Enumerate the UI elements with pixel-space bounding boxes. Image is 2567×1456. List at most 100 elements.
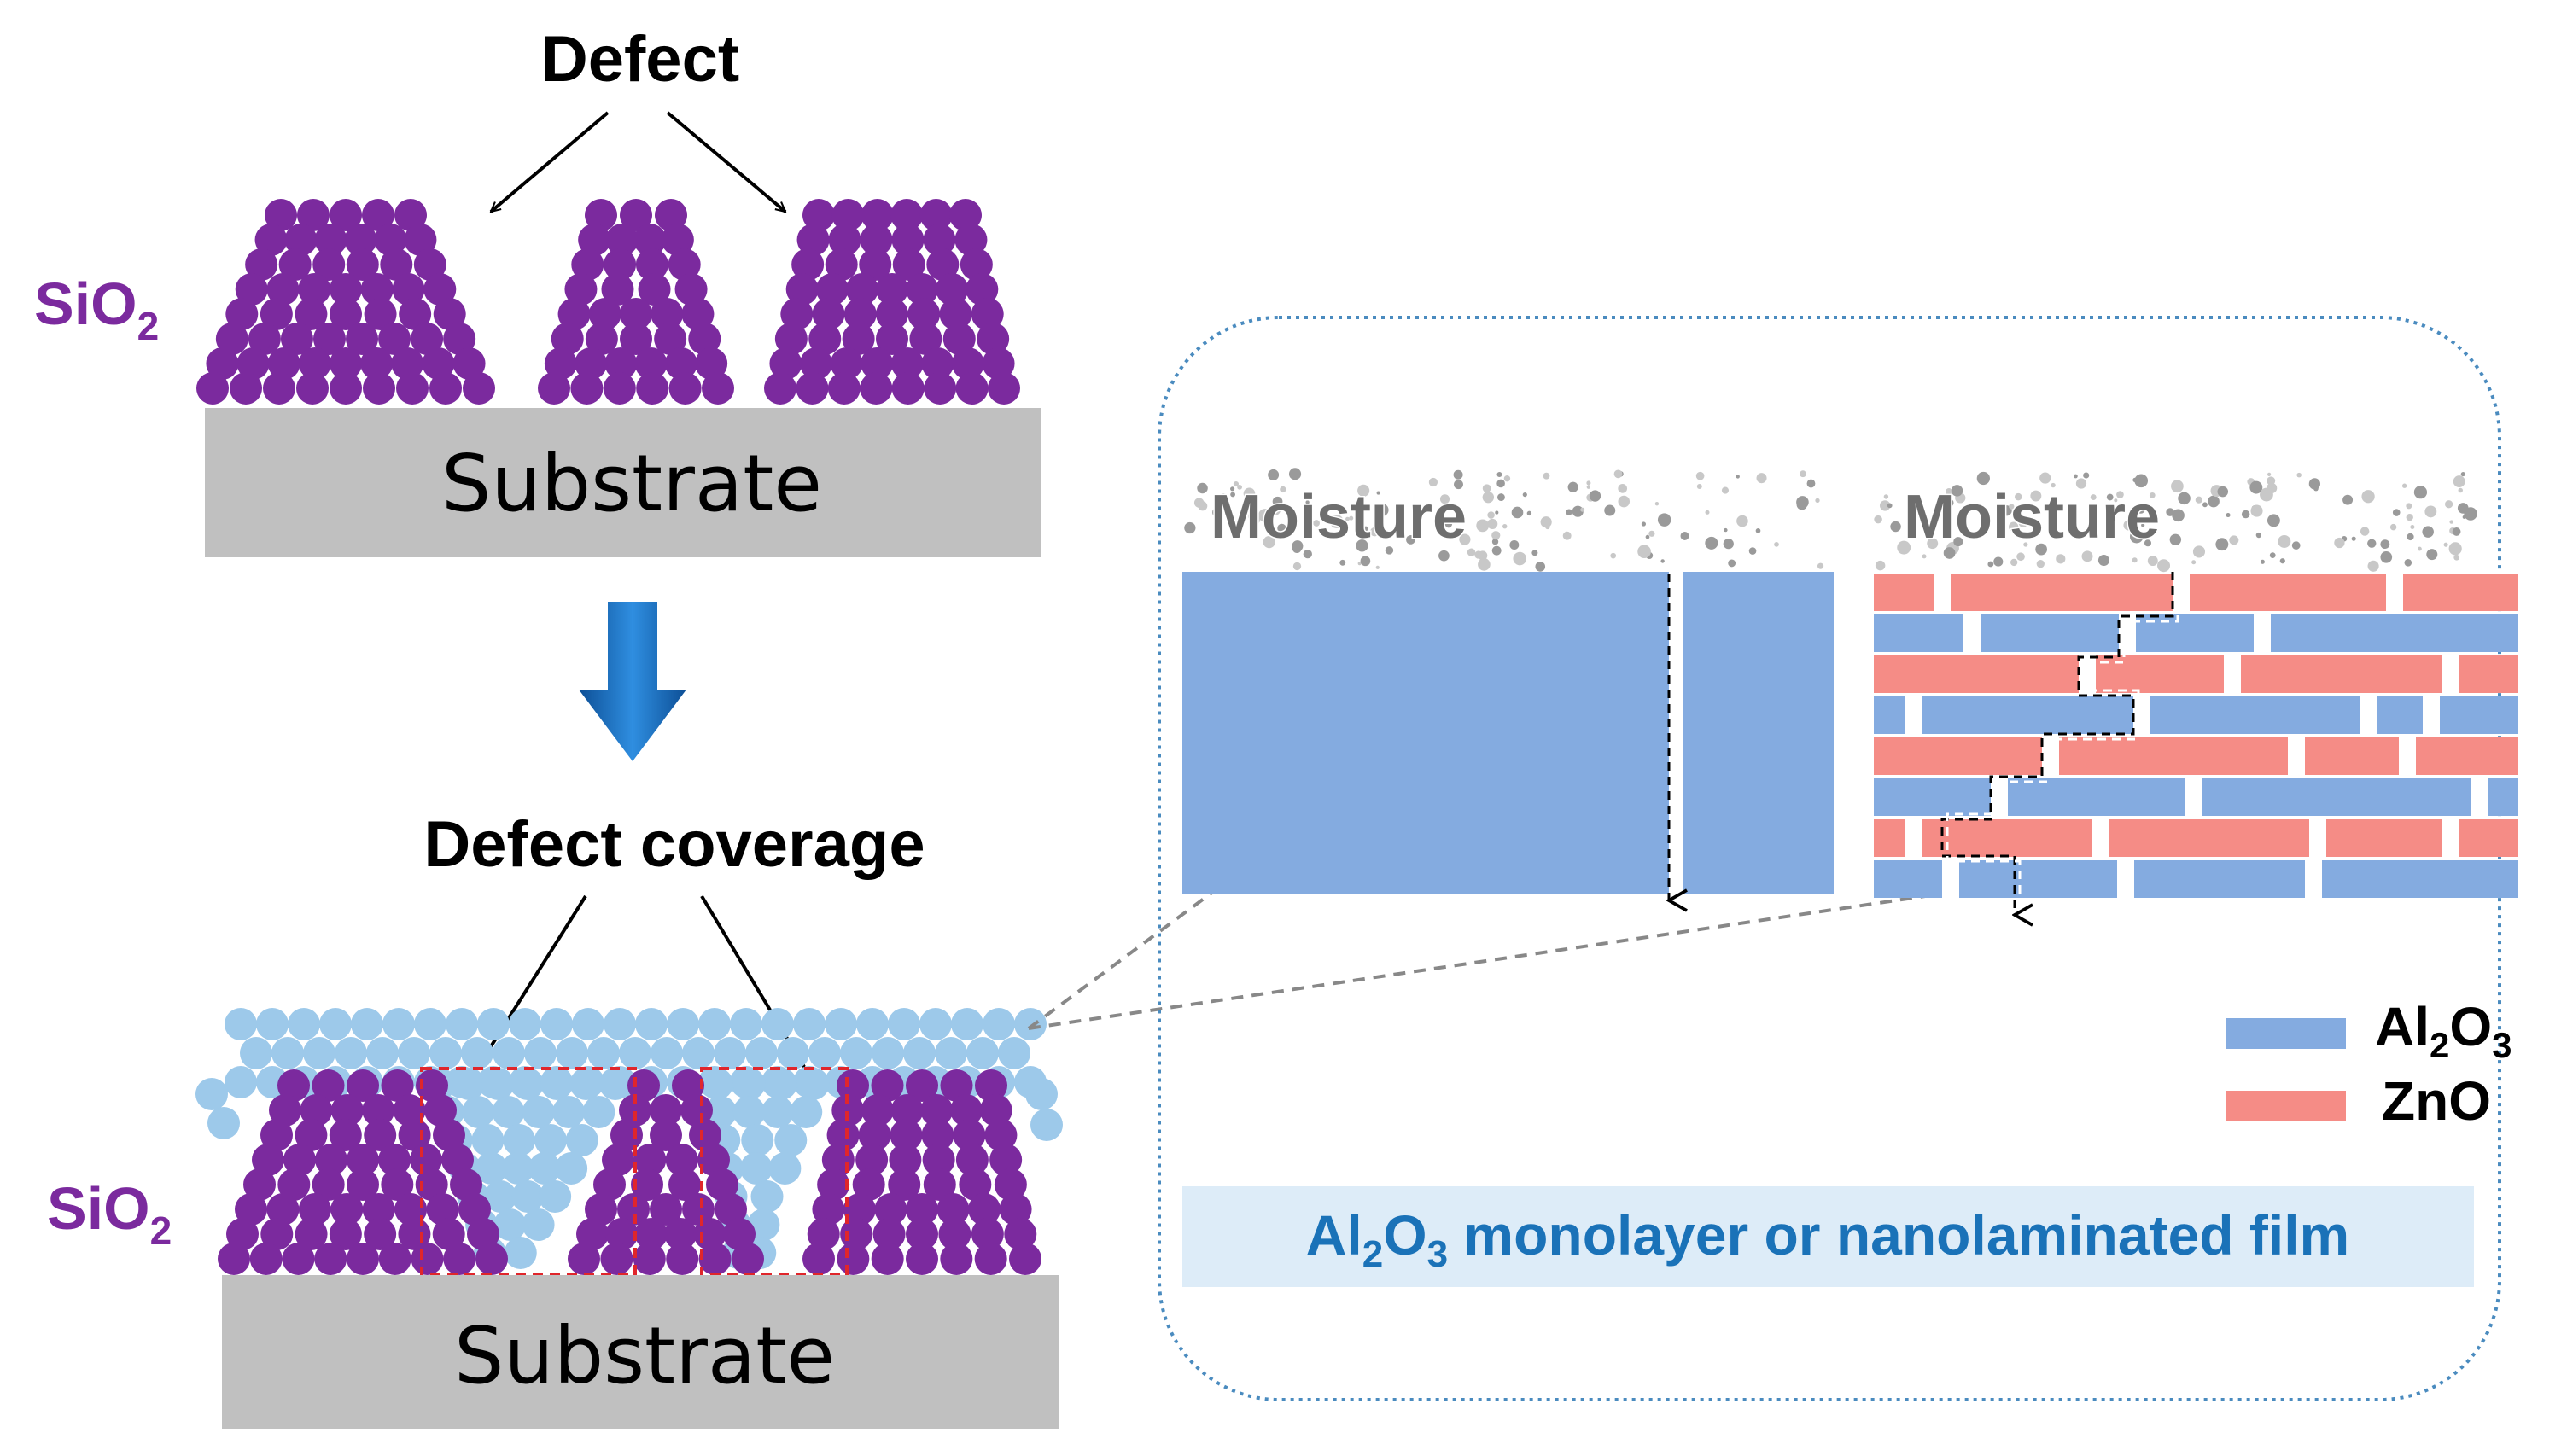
sio2-particle	[871, 1069, 904, 1102]
moisture-droplet	[2418, 546, 2422, 551]
sio2-particle	[378, 1144, 411, 1176]
sio2-particle	[907, 298, 941, 330]
sio2-particle	[245, 248, 278, 281]
coating-particle	[903, 1037, 936, 1069]
moisture-droplet	[1303, 532, 1310, 539]
sio2-particle	[837, 1243, 870, 1275]
coating-particle	[774, 1124, 808, 1156]
sio2-particle	[919, 199, 953, 231]
coating-particle	[856, 1008, 889, 1040]
coating-particle	[651, 1037, 683, 1069]
moisture-droplet	[2191, 560, 2197, 565]
moisture-droplet	[1879, 500, 1891, 511]
sio2-particle	[940, 1069, 973, 1102]
coating-particle	[475, 1152, 508, 1185]
zoom-line-lower	[1028, 894, 1926, 1030]
sio2-particle	[668, 248, 701, 281]
al2o3-brick	[1874, 696, 1905, 734]
al2o3-brick	[1922, 696, 2133, 734]
sio2-particle	[953, 1119, 986, 1151]
sio2-particle	[906, 273, 939, 306]
coating-particle	[528, 1152, 561, 1185]
sio2-particle	[936, 1193, 970, 1226]
sio2-particle	[825, 248, 858, 281]
moisture-droplet	[1491, 531, 1501, 540]
coated-particles-bottom	[195, 1008, 1063, 1275]
moisture-droplet	[2462, 515, 2466, 519]
sio2-particle	[398, 1119, 431, 1151]
sio2-particle	[921, 1119, 954, 1151]
sio2-particle	[411, 1243, 444, 1275]
sio2-particle	[906, 1243, 938, 1275]
moisture-droplet	[1376, 491, 1380, 495]
moisture-droplet	[2217, 486, 2229, 498]
moisture-droplet	[1268, 469, 1280, 480]
moisture-droplet	[1897, 540, 1911, 555]
coating-particle	[888, 1008, 920, 1040]
sio2-particle	[923, 224, 956, 256]
moisture-droplet	[1491, 545, 1502, 556]
sio2-particle	[601, 273, 634, 306]
defect-box-right	[700, 1067, 849, 1277]
moisture-droplet	[1987, 561, 1994, 568]
sio2-particle	[635, 248, 668, 281]
moisture-droplet	[1567, 481, 1578, 492]
coating-particle	[493, 1208, 527, 1241]
moisture-droplet	[1292, 562, 1302, 571]
coating-particle	[745, 1037, 778, 1069]
coating-particle	[484, 1180, 517, 1213]
moisture-droplet	[1230, 492, 1236, 498]
moisture-droplet	[1198, 501, 1208, 511]
zno-brick	[2109, 819, 2309, 857]
sio2-particle	[955, 1144, 989, 1176]
moisture-droplet	[2360, 527, 2370, 536]
moisture-droplet	[1736, 475, 1740, 479]
coating-particle	[1014, 1008, 1047, 1040]
moisture-droplet	[2035, 543, 2047, 556]
coating-particle	[477, 1008, 510, 1040]
coating-particle	[790, 1096, 823, 1128]
sio2-particle	[650, 1119, 682, 1151]
moisture-droplet	[2136, 504, 2145, 514]
sio2-particle	[235, 273, 268, 306]
sio2-particle	[578, 224, 611, 256]
moisture-droplet	[2023, 542, 2028, 547]
coating-particle	[552, 1096, 586, 1128]
defect-arrow-left	[491, 111, 610, 213]
caption-bar	[1182, 1186, 2474, 1287]
moisture-droplet	[1586, 485, 1590, 489]
moisture-droplet	[1233, 480, 1240, 487]
sio2-particle	[843, 298, 877, 330]
moisture-droplet	[1641, 521, 1646, 527]
coating-particle	[582, 1096, 615, 1128]
sio2-particle	[681, 298, 715, 330]
coating-particle	[509, 1008, 541, 1040]
moisture-droplet	[2124, 521, 2131, 528]
moisture-droplet	[1482, 484, 1491, 493]
coating-particle	[587, 1037, 620, 1069]
coating-particle	[429, 1037, 462, 1069]
moisture-droplet	[2449, 520, 2453, 524]
moisture-droplet	[1589, 490, 1601, 502]
sio2-particle	[265, 199, 297, 231]
al2o3-brick	[1959, 860, 2117, 898]
sio2-particle	[415, 1168, 448, 1201]
sio2-particle	[651, 298, 684, 330]
sio2-particle	[570, 372, 604, 405]
moisture-droplet	[1197, 482, 1208, 494]
sio2-particle	[926, 248, 960, 281]
moisture-droplet	[1349, 515, 1354, 521]
legend-swatch-zno	[2226, 1091, 2346, 1121]
moisture-droplet	[2134, 474, 2149, 488]
moisture-droplet	[2448, 542, 2462, 556]
moisture-droplet	[1774, 541, 1779, 547]
moisture-droplet	[2030, 490, 2042, 502]
sio2-particle	[906, 1069, 938, 1102]
sio2-particle	[248, 323, 281, 355]
coating-particle	[569, 1068, 603, 1100]
sio2-particle	[604, 347, 638, 380]
sio2-particle	[312, 1069, 345, 1102]
moisture-droplet	[1806, 479, 1816, 488]
coating-particle	[503, 1124, 536, 1156]
coating-particle	[935, 1037, 967, 1069]
